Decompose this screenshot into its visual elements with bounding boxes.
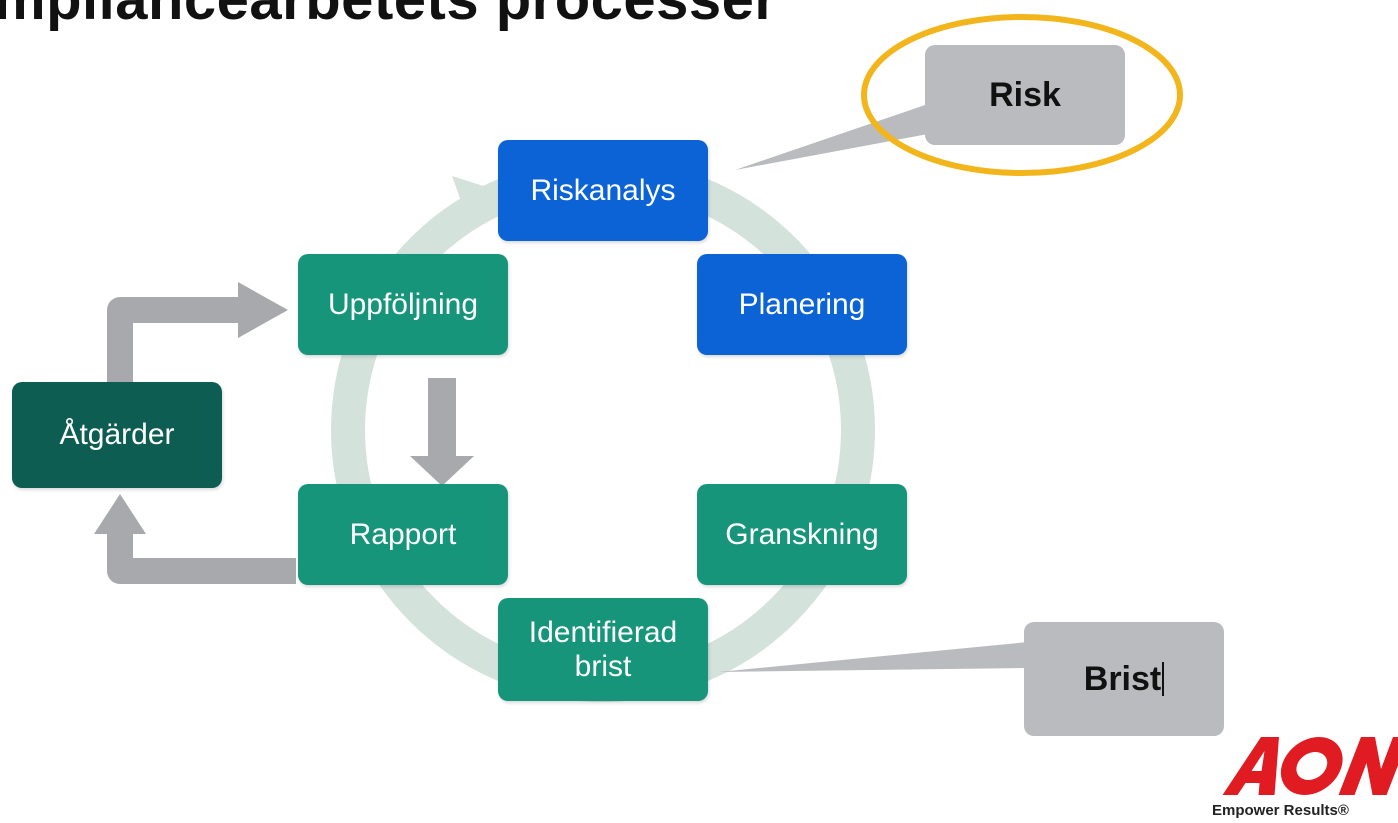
arrow-atgarder-to-uppfoljning <box>107 297 246 382</box>
arrow-atgarder-to-uppfoljning-head-icon <box>238 282 288 338</box>
slide-title: mpliancearbetets processer <box>0 0 777 33</box>
arrow-rapport-to-atgarder <box>107 528 296 584</box>
callout-brist: Brist <box>1024 622 1224 736</box>
node-identifierad-brist: Identifierad brist <box>498 598 708 701</box>
node-granskning: Granskning <box>697 484 907 585</box>
arrow-rapport-to-atgarder-head-icon <box>94 494 146 534</box>
risk-highlight-ring <box>861 14 1183 176</box>
aon-tagline: Empower Results® <box>1212 802 1349 819</box>
cycle-ring-arrowhead-icon <box>452 176 496 226</box>
node-planering: Planering <box>697 254 907 355</box>
node-identifierad-brist-label: Identifierad brist <box>528 615 678 683</box>
callout-risk-pointer <box>735 104 928 170</box>
node-atgarder: Åtgärder <box>12 382 222 488</box>
callout-risk-label: Risk <box>989 75 1061 114</box>
node-riskanalys: Riskanalys <box>498 140 708 241</box>
callout-risk: Risk <box>925 45 1125 145</box>
arrow-uppfoljning-to-rapport-head-icon <box>410 456 474 486</box>
aon-logo <box>1222 737 1398 795</box>
node-uppfoljning: Uppföljning <box>298 254 508 355</box>
node-rapport: Rapport <box>298 484 508 585</box>
callout-brist-label: Brist <box>1083 659 1162 698</box>
callout-brist-pointer <box>718 642 1028 672</box>
arrow-uppfoljning-to-rapport <box>428 378 456 460</box>
text-cursor <box>1162 662 1165 696</box>
